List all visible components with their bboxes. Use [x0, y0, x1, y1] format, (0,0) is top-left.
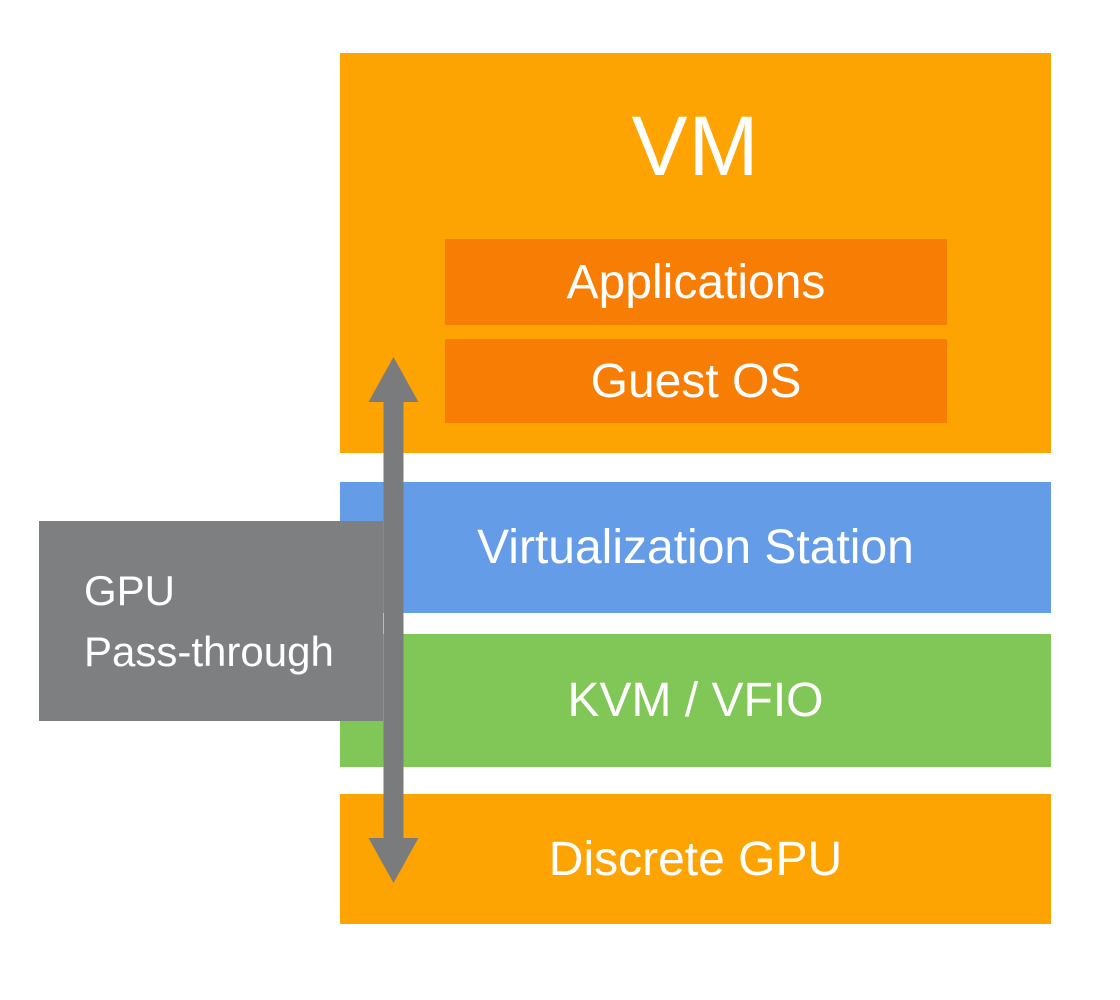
guest-os-box: Guest OS: [445, 339, 947, 423]
vm-title: VM: [631, 98, 760, 193]
applications-box: Applications: [445, 239, 947, 325]
gpu-passthrough-label-line2: Pass-through: [84, 628, 334, 675]
gpu-passthrough-label-line1: GPU: [84, 567, 176, 614]
double-arrow-shape: [368, 357, 419, 883]
gpu-passthrough-label-box: GPU Pass-through: [39, 521, 383, 721]
vm-box: VM Applications Guest OS: [340, 53, 1051, 453]
applications-label: Applications: [566, 255, 826, 309]
kvm-vfio-label: KVM / VFIO: [567, 674, 824, 727]
discrete-gpu-label: Discrete GPU: [548, 832, 843, 886]
passthrough-double-arrow-icon: [368, 357, 419, 883]
virtualization-station-box: Virtualization Station: [340, 482, 1051, 613]
kvm-vfio-box: KVM / VFIO: [340, 634, 1051, 767]
discrete-gpu-box: Discrete GPU: [340, 794, 1051, 924]
virtualization-station-label: Virtualization Station: [477, 521, 914, 574]
guest-os-label: Guest OS: [590, 354, 802, 408]
